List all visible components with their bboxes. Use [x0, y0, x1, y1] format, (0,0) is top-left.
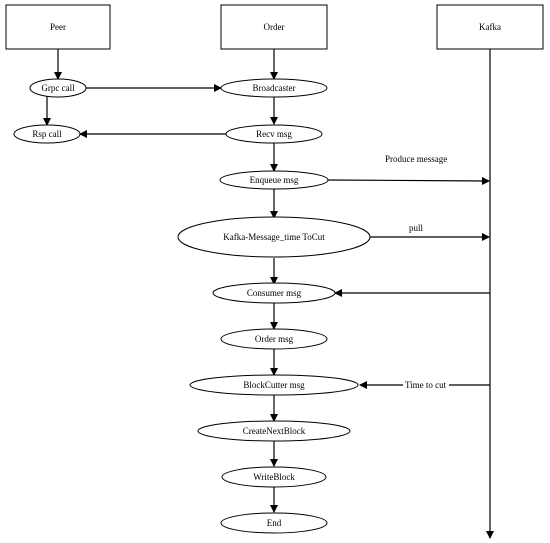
node-kafka-message-label: Kafka-Message_time ToCut	[223, 232, 325, 242]
lane-order-box	[220, 4, 328, 50]
node-blockcutter-msg-label: BlockCutter msg	[243, 380, 305, 390]
label-produce-message: Produce message	[385, 154, 447, 164]
node-rsp-call	[13, 124, 81, 144]
node-recv-msg	[225, 124, 323, 144]
lane-order-label: Order	[264, 22, 285, 32]
node-create-next-block	[197, 420, 351, 442]
node-consumer-msg-label: Consumer msg	[247, 288, 302, 298]
node-blockcutter-msg	[189, 374, 359, 396]
node-grpc-call-label: Grpc call	[41, 83, 75, 93]
edge-enqueue-to-kafka	[327, 176, 490, 185]
label-time-to-cut-bg	[403, 378, 449, 390]
node-grpc-call	[29, 78, 87, 98]
node-write-block-label: WriteBlock	[253, 472, 295, 482]
node-enqueue-msg	[219, 170, 329, 190]
lane-peer-label: Peer	[50, 22, 66, 32]
label-time-to-cut: Time to cut	[405, 380, 447, 390]
node-write-block	[221, 466, 327, 488]
node-end	[220, 512, 328, 534]
node-kafka-message	[177, 216, 371, 258]
node-consumer-msg	[212, 282, 336, 304]
lane-kafka-label: Kafka	[479, 22, 501, 32]
node-broadcaster	[220, 78, 328, 98]
node-recv-msg-label: Recv msg	[256, 129, 292, 139]
node-order-msg	[220, 328, 328, 350]
label-pull: pull	[409, 223, 424, 233]
node-end-label: End	[267, 518, 282, 528]
lane-peer-box	[5, 4, 111, 50]
node-rsp-call-label: Rsp call	[32, 129, 62, 139]
node-enqueue-msg-label: Enqueue msg	[250, 175, 299, 185]
node-order-msg-label: Order msg	[255, 334, 294, 344]
lane-kafka-box	[436, 4, 544, 50]
node-broadcaster-label: Broadcaster	[253, 83, 296, 93]
node-create-next-block-label: CreateNextBlock	[243, 426, 306, 436]
